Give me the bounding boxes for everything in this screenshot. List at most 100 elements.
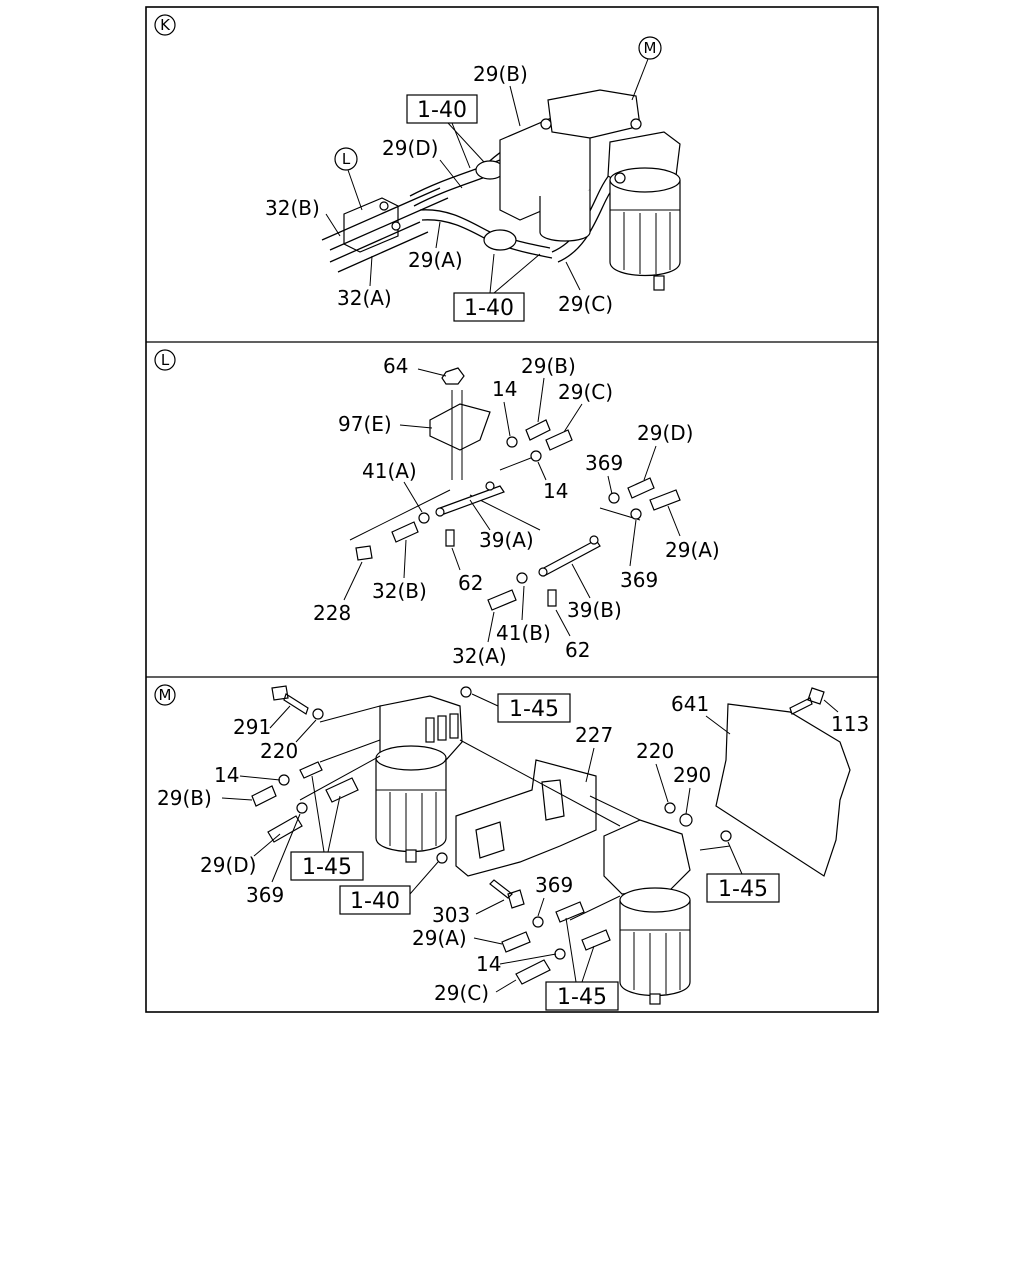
l-hose-32a [487, 589, 517, 611]
callout-m-369a: 369 [246, 883, 284, 907]
callout-l-369a: 369 [585, 451, 623, 475]
callout-l-32b: 32(B) [372, 579, 427, 603]
callout-m-14a: 14 [214, 763, 239, 787]
callout-m-29c: 29(C) [434, 981, 489, 1005]
callout-l-29c: 29(C) [558, 380, 613, 404]
l-clamp-41b [516, 572, 528, 584]
callout-l-369b: 369 [620, 568, 658, 592]
callout-m-303: 303 [432, 903, 470, 927]
callout-m-220b: 220 [636, 739, 674, 763]
l-hose-29c [545, 429, 573, 451]
l-bolt-228 [355, 545, 373, 561]
callout-k-32b: 32(B) [265, 196, 320, 220]
m-fitting-lower-1 [555, 901, 585, 923]
callout-k-29d: 29(D) [382, 136, 438, 160]
m-screw-1-40 [436, 852, 448, 864]
callout-m-29d: 29(D) [200, 853, 256, 877]
l-dash-assembly-a [349, 455, 641, 541]
k-fitting-3 [614, 172, 626, 184]
m-clamp-369b [532, 916, 544, 928]
callout-m-29b: 29(B) [157, 786, 212, 810]
panel-k-assembly [321, 89, 681, 291]
m-washer-220a [312, 708, 324, 720]
l-clamp-41a [418, 512, 430, 524]
m-screw-1-45-top [460, 686, 472, 698]
callout-m-290: 290 [673, 763, 711, 787]
m-fitting-upper-2 [325, 777, 359, 803]
callout-l-14a: 14 [492, 377, 517, 401]
callout-m-29a: 29(A) [412, 926, 467, 950]
k-fitting-2 [630, 118, 642, 130]
callout-l-41b: 41(B) [496, 621, 551, 645]
m-washer-220b [664, 802, 676, 814]
m-fitting-lower-2 [581, 929, 611, 951]
m-fitting-upper-1 [299, 761, 323, 779]
l-clamp-369b [630, 508, 642, 520]
m-clamp-14a [278, 774, 290, 786]
callout-l-62a: 62 [458, 571, 483, 595]
section-marker-k: K [154, 14, 176, 36]
m-hose-29b [251, 785, 277, 807]
m-bolt-113 [789, 687, 825, 715]
callout-m-641: 641 [671, 692, 709, 716]
l-bolt-62b [547, 589, 557, 607]
m-bracket-227 [455, 759, 597, 877]
k-filter-bowl-front [609, 167, 681, 291]
callout-k-29a: 29(A) [408, 248, 463, 272]
m-screw-1-45-right [720, 830, 732, 842]
k-fuel-line-32b [321, 187, 449, 251]
section-marker-m: M [154, 684, 176, 706]
callout-k-32a: 32(A) [337, 286, 392, 310]
callout-m-1-45-left: 1-45 [302, 855, 352, 880]
callout-k-l: L [342, 150, 351, 168]
panel-l-exploded [349, 367, 681, 611]
callout-l-228: 228 [313, 601, 351, 625]
callout-l-32a: 32(A) [452, 644, 507, 668]
l-bolt-62a [445, 529, 455, 547]
m-clamp-369a [296, 802, 308, 814]
section-l-letter: L [161, 351, 170, 369]
callout-k-m: M [644, 39, 657, 57]
callout-l-64: 64 [383, 354, 408, 378]
m-filter-head-lower [603, 819, 691, 895]
l-clamp-14b [530, 450, 542, 462]
l-clamp-369a [608, 492, 620, 504]
callout-l-62b: 62 [565, 638, 590, 662]
panel-m-exploded [251, 685, 851, 1005]
diagram-frame [145, 6, 879, 1013]
k-fuel-line-32a [329, 221, 429, 273]
callout-m-227: 227 [575, 723, 613, 747]
callout-l-39a: 39(A) [479, 528, 534, 552]
m-bolt-303 [489, 879, 525, 909]
l-nut-64 [441, 367, 465, 385]
callout-m-291: 291 [233, 715, 271, 739]
m-bolt-291 [271, 685, 309, 715]
panel-k-callouts: 29(B) M 1-40 29(D) L 32(B) 29(A) 32(A) 1… [265, 36, 662, 322]
m-hose-29d [267, 815, 303, 843]
panel-m-callouts: 291 1-45 641 113 220 227 14 220 290 29(B… [157, 692, 869, 1011]
callout-l-29b: 29(B) [521, 354, 576, 378]
k-filter-head-left [547, 89, 641, 139]
callout-m-1-45-top: 1-45 [509, 697, 559, 722]
l-hose-29b [525, 419, 551, 441]
k-sleeve-lower [483, 229, 517, 251]
l-hose-29d [627, 477, 655, 499]
panel-l-callouts: 64 29(B) 14 29(C) 97(E) 29(D) 41(A) 369 … [313, 354, 720, 668]
callout-k-1-40-top: 1-40 [417, 98, 467, 123]
l-clamp-14a [506, 436, 518, 448]
callout-m-220a: 220 [260, 739, 298, 763]
section-m-letter: M [159, 686, 172, 704]
k-fitting-4 [379, 201, 389, 211]
m-filter-bowl-lower [619, 887, 691, 1005]
section-marker-l: L [154, 349, 176, 371]
callout-k-1-40-bottom: 1-40 [464, 296, 514, 321]
k-fitting-1 [540, 118, 552, 130]
l-hose-29a [649, 489, 681, 511]
m-hose-29c [515, 959, 551, 985]
m-clamp-14b [554, 948, 566, 960]
k-filter-bowl-rear [539, 190, 591, 242]
m-nut-290 [679, 813, 693, 827]
callout-l-29a: 29(A) [665, 538, 720, 562]
callout-m-1-45-bottom: 1-45 [557, 985, 607, 1010]
k-fitting-5 [391, 221, 401, 231]
